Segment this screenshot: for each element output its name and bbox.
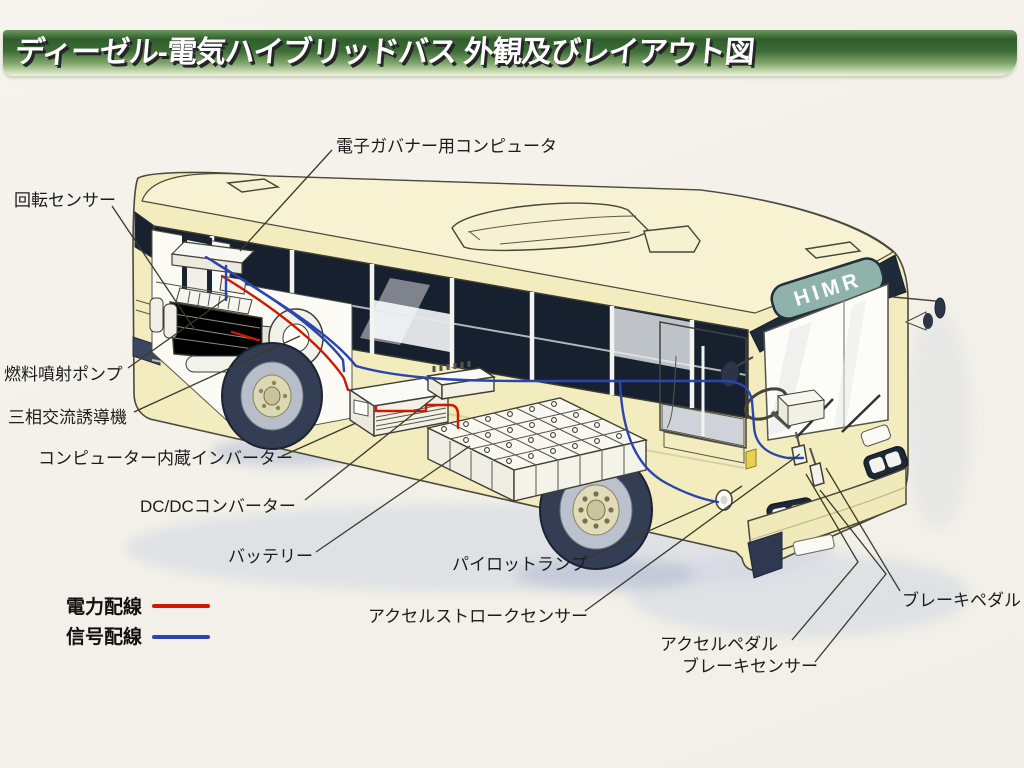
corner-lamp <box>745 448 757 470</box>
label-rotation-sensor: 回転センサー <box>14 191 116 210</box>
fuel-injection-pump-part <box>149 297 178 339</box>
callout-brake-sensor <box>814 489 887 663</box>
signal-wiring-blue <box>204 255 805 504</box>
label-induction-machine: 三相交流誘導機 <box>8 408 127 427</box>
accel-pedal-part <box>809 462 825 487</box>
legend-signal-wiring-swatch <box>152 635 210 639</box>
label-battery: バッテリー <box>228 547 313 566</box>
front-section: HIMR <box>659 254 946 579</box>
callout-fuel-injection-pump <box>127 296 229 369</box>
title-banner: ディーゼル-電気ハイブリッドバス 外観及びレイアウト図 <box>3 30 1017 76</box>
callout-accel-stroke-sensor <box>584 453 801 612</box>
entrance-door <box>659 321 747 449</box>
callout-induction-machine <box>133 335 301 413</box>
rear-wheel <box>221 342 323 450</box>
bumper-corner-block <box>747 531 783 579</box>
callout-brake-pedal <box>825 467 901 592</box>
roof-hatch-front <box>804 241 862 259</box>
callout-inverter <box>281 422 357 457</box>
dash-console <box>776 389 826 428</box>
callout-dcdc-converter <box>304 395 437 501</box>
label-inverter: コンピューター内蔵インバーター <box>38 449 293 468</box>
legend-power-wiring-swatch <box>152 604 210 608</box>
inverter-unit <box>348 377 450 438</box>
callout-governor-computer <box>239 149 333 252</box>
battery-terminals <box>441 401 622 464</box>
roof-fixtures <box>225 178 862 259</box>
legend-signal-wiring-label: 信号配線 <box>66 627 143 648</box>
battery-pack <box>425 397 649 503</box>
roof-ac-box <box>643 225 701 253</box>
callout-rotation-sensor <box>111 205 196 331</box>
horn <box>892 296 946 331</box>
label-accel-stroke-sensor: アクセルストロークセンサー <box>368 607 589 626</box>
label-fuel-injection-pump: 燃料噴射ポンプ <box>4 365 123 384</box>
label-brake-sensor: ブレーキセンサー <box>682 657 818 676</box>
headlight-right <box>863 445 909 480</box>
callout-battery <box>315 445 471 553</box>
power-wiring-red <box>220 274 460 430</box>
front-marker <box>860 424 891 447</box>
roof-hatch-rear <box>225 178 281 193</box>
callout-pilot-lamp <box>587 500 717 559</box>
label-governor-computer: 電子ガバナー用コンピュータ <box>336 137 557 156</box>
door-step <box>663 431 745 464</box>
label-brake-pedal: ブレーキペダル <box>902 591 1021 610</box>
legend-power-wiring-label: 電力配線 <box>66 597 143 618</box>
label-dcdc-converter: DC/DCコンバーター <box>140 497 296 516</box>
label-pilot-lamp: パイロットランプ <box>452 555 588 574</box>
pedals <box>791 431 825 487</box>
label-accel-pedal: アクセルペダル <box>660 635 779 654</box>
callout-accel-pedal <box>791 473 859 641</box>
callout-lines <box>111 149 901 663</box>
